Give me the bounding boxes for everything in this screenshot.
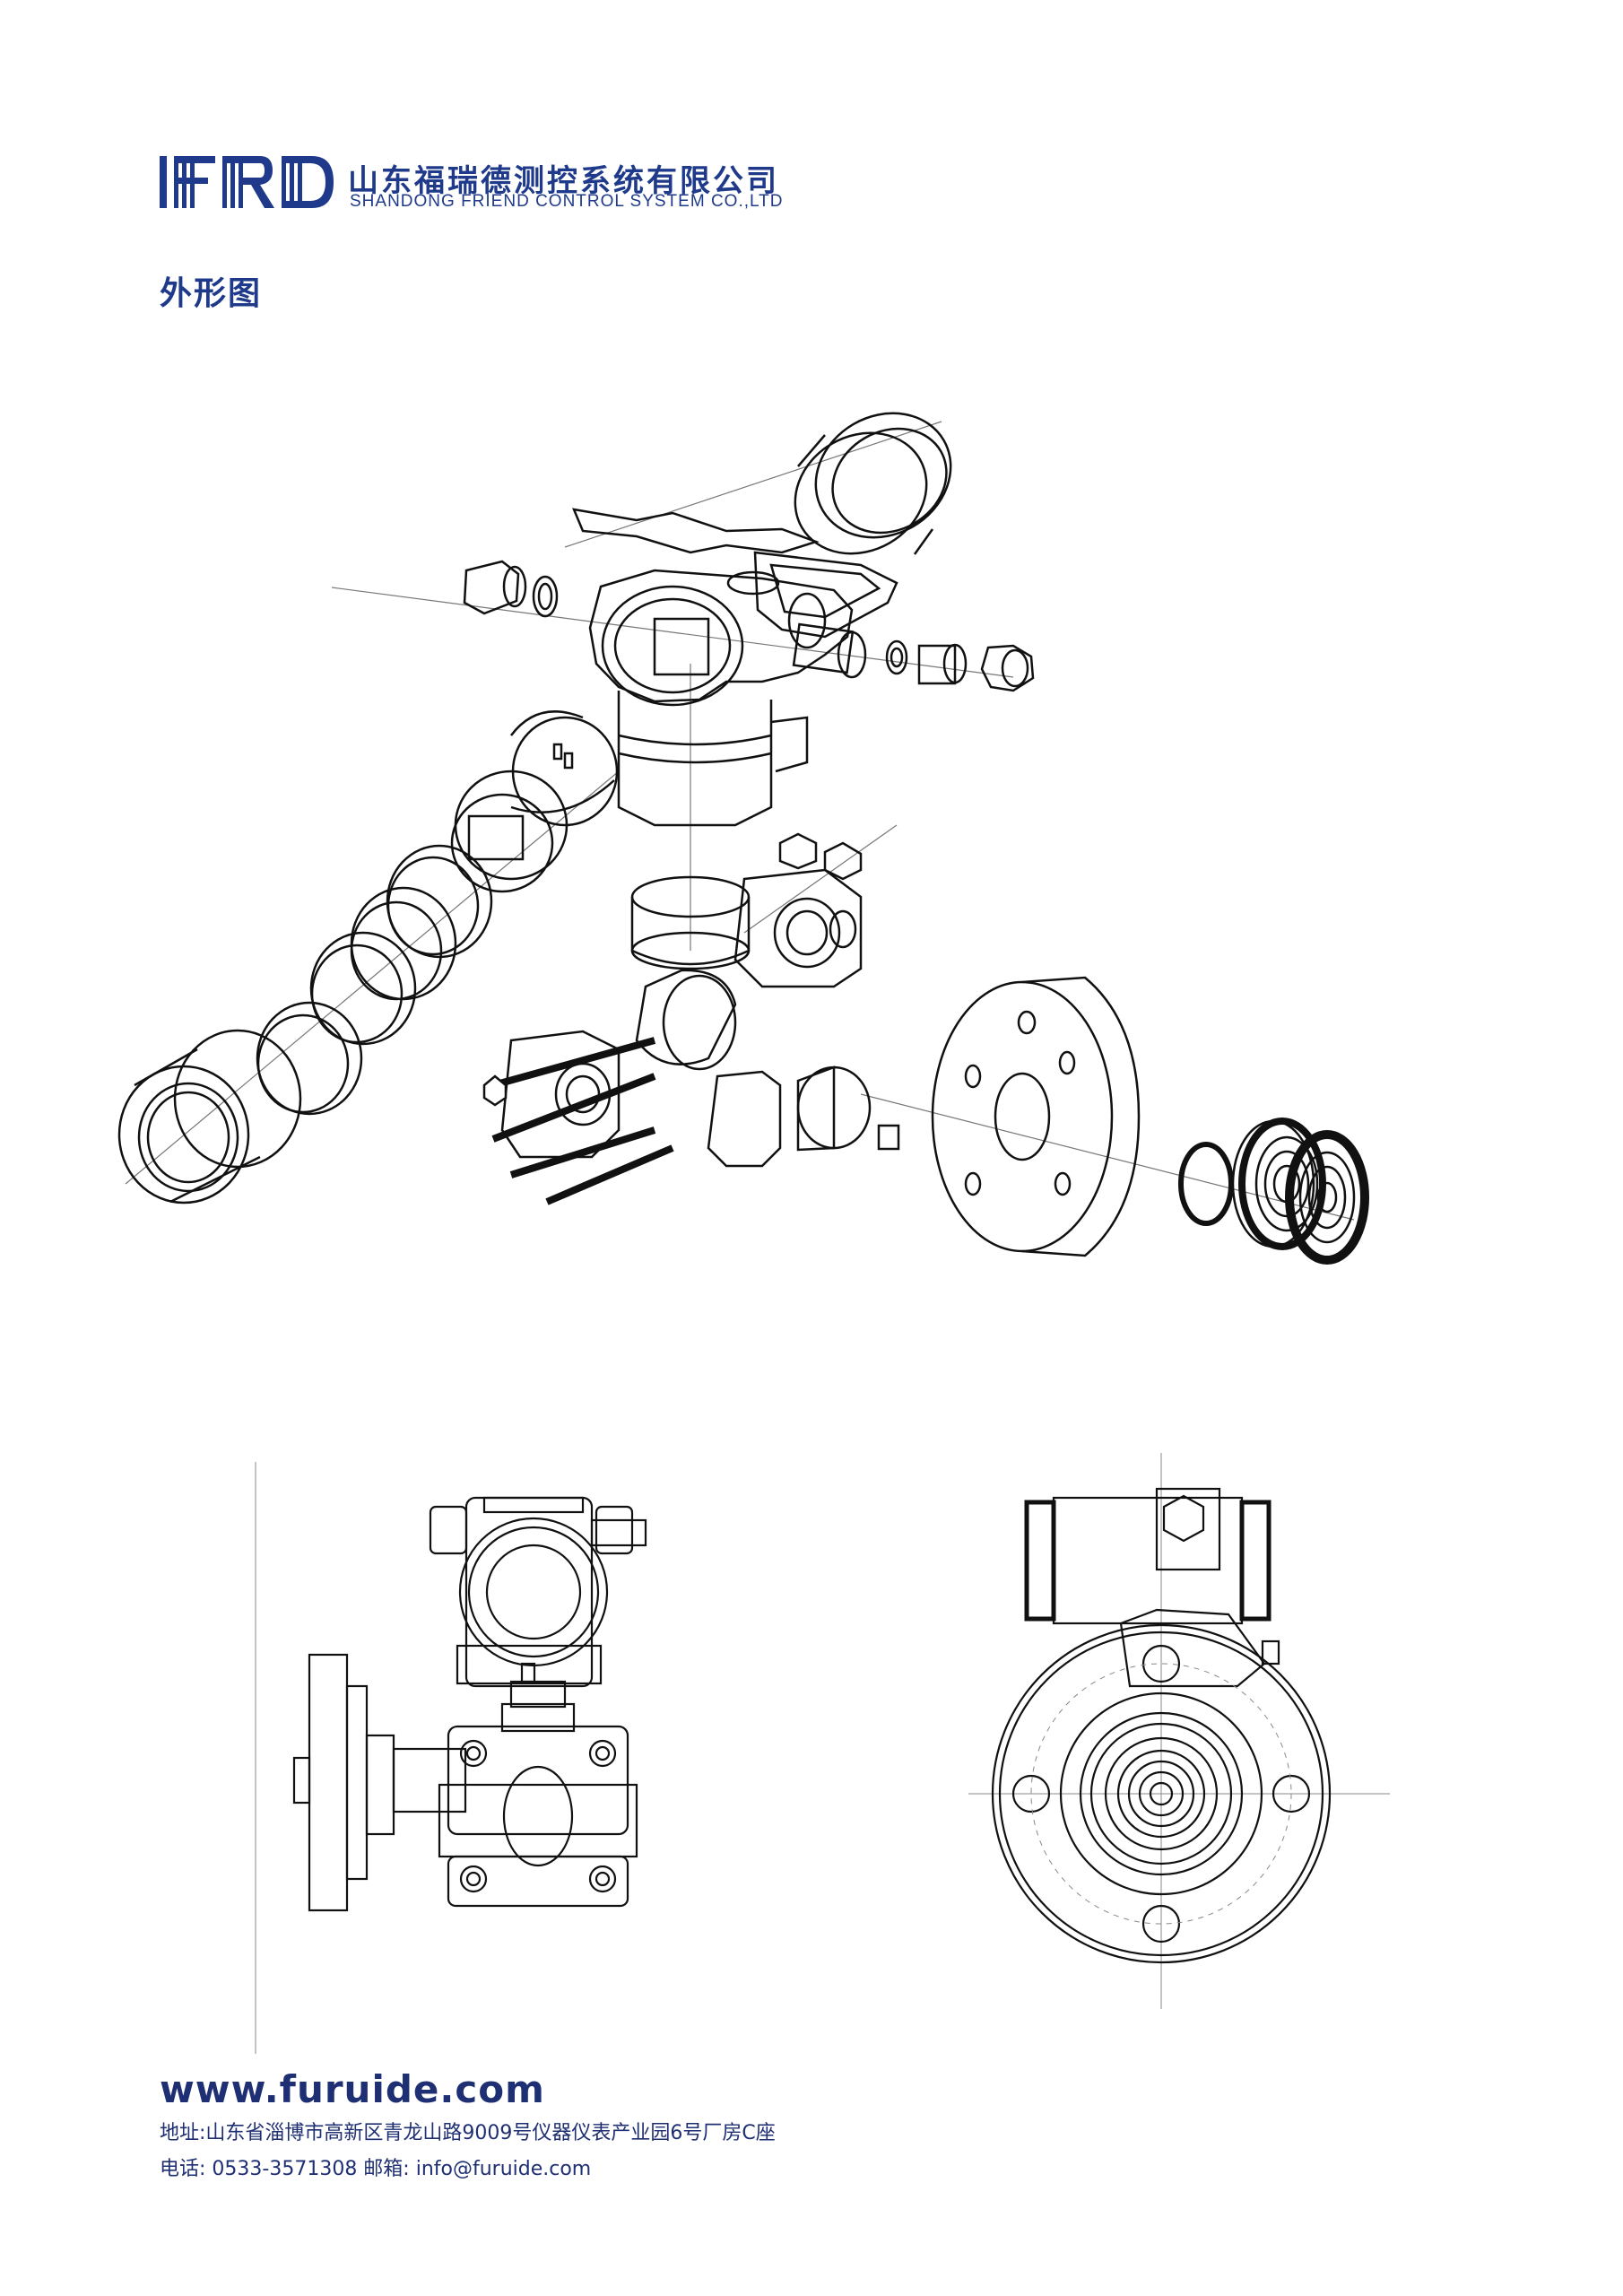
page-header: 山东福瑞德测控系统有限公司 SHANDONG FRIEND CONTROL SY… [160,152,841,215]
website-link[interactable]: www.furuide.com [160,2067,545,2111]
frd-logo [160,156,334,208]
page-footer: www.furuide.com 地址:山东省淄博市高新区青龙山路9009号仪器仪… [160,2067,1415,2181]
process-flange [931,976,1141,1257]
company-address: 地址:山东省淄博市高新区青龙山路9009号仪器仪表产业园6号厂房C座 [160,2122,776,2144]
nameplate [571,508,820,554]
rear-cover [794,412,952,555]
contact-info: 电话: 0533-3571308 邮箱: info@furuide.com [160,2158,592,2180]
front-cover [117,1029,302,1205]
company-name-chinese: 山东福瑞德测控系统有限公司 [348,163,779,199]
company-name-english: SHANDONG FRIEND CONTROL SYSTEM CO.,LTD [350,192,784,211]
electronics-housing [588,569,854,827]
side-view-drawing [968,1453,1390,2009]
exploded-view-drawing [117,412,1369,1265]
front-view-drawing [255,1462,647,2054]
section-title: 外形图 [160,275,263,312]
